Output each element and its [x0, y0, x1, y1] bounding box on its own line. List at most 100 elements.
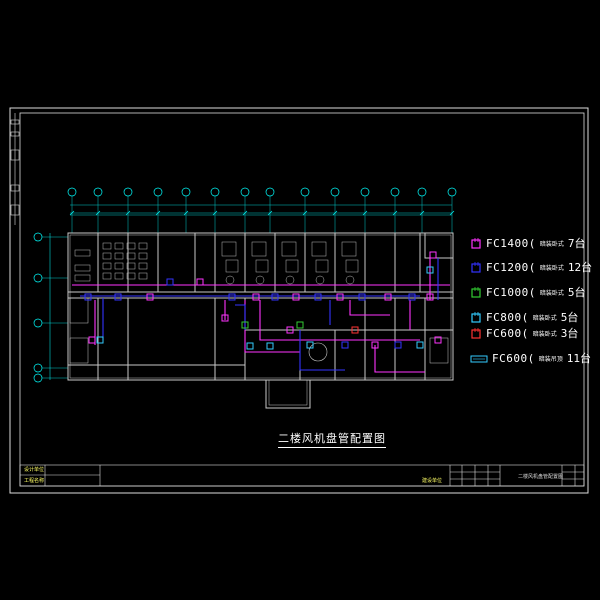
dim-tick	[419, 210, 425, 216]
furniture-item	[251, 241, 267, 257]
legend-model-code: FC600(	[492, 351, 535, 365]
fan-coil-unit	[114, 293, 122, 301]
furniture-item	[315, 275, 325, 285]
furniture-item	[345, 259, 359, 273]
axis-bubble-top	[265, 187, 275, 197]
axis-bubble-left	[33, 363, 43, 373]
fan-coil-unit	[341, 341, 349, 349]
pipe-network	[72, 255, 450, 373]
wc-fixture	[74, 274, 91, 282]
legend-model-code: FC1000(	[486, 285, 536, 299]
fan-coil-unit	[358, 293, 366, 301]
dim-tick	[267, 210, 273, 216]
desk-block	[114, 252, 124, 260]
title-block-label-1: 设计单位	[24, 467, 45, 473]
wc-fixture	[74, 264, 91, 272]
fan-coil-unit	[271, 293, 279, 301]
dim-tick	[95, 210, 101, 216]
axis-bubble-top	[67, 187, 77, 197]
desk-block	[126, 242, 136, 250]
legend-count: 5台	[567, 286, 586, 299]
axis-bubble-top	[330, 187, 340, 197]
desk-block	[102, 242, 112, 250]
furniture-item	[345, 275, 355, 285]
fan-coil-unit	[228, 293, 236, 301]
axis-bubble-left	[33, 232, 43, 242]
furniture-item	[315, 259, 329, 273]
fancoil-icon	[470, 237, 482, 249]
legend-model-code: FC1400(	[486, 236, 536, 250]
dim-tick	[302, 210, 308, 216]
fan-coil-unit	[384, 293, 392, 301]
desk-block	[126, 262, 136, 270]
dim-tick	[125, 210, 131, 216]
fancoil-icon	[470, 311, 482, 323]
legend-model-code: FC600(	[486, 326, 529, 340]
desk-block	[114, 242, 124, 250]
fan-coil-unit	[166, 278, 174, 286]
desk-block	[138, 252, 148, 260]
fan-coil-unit	[429, 251, 437, 259]
desk-block	[114, 272, 124, 280]
dim-tick	[155, 210, 161, 216]
furniture-item	[341, 241, 357, 257]
fan-coil-unit	[146, 293, 154, 301]
furniture-item	[225, 259, 239, 273]
furniture-item	[255, 259, 269, 273]
binding-strip	[10, 113, 20, 225]
fan-coil-unit	[394, 341, 402, 349]
fan-coil-unit	[336, 293, 344, 301]
legend-install-note: 暗装吊顶	[538, 355, 563, 363]
title-block-label-2: 工程名称	[24, 478, 45, 484]
fan-coil-unit	[286, 326, 294, 334]
desk-block	[138, 262, 148, 270]
legend-install-note: 暗装卧式	[539, 264, 564, 272]
furniture-item	[285, 259, 299, 273]
axis-bubble-top	[390, 187, 400, 197]
dimension-line	[70, 204, 452, 216]
fan-coil-unit	[426, 293, 434, 301]
legend-count: 7台	[567, 237, 586, 250]
axis-bubble-top	[360, 187, 370, 197]
furniture-item	[225, 275, 235, 285]
title-block-label-3: 建设单位	[422, 478, 443, 484]
fan-coil-unit	[241, 321, 249, 329]
dim-tick	[183, 210, 189, 216]
dim-tick	[69, 210, 75, 216]
axis-bubble-top	[210, 187, 220, 197]
fan-coil-unit	[88, 336, 96, 344]
drawing-title: 二楼风机盘管配置图	[278, 430, 386, 448]
fan-coil-unit	[246, 342, 254, 350]
furniture-item	[285, 275, 295, 285]
fan-coil-unit	[314, 293, 322, 301]
dim-tick	[212, 210, 218, 216]
desk-block	[126, 252, 136, 260]
legend-install-note: 暗装卧式	[532, 314, 557, 322]
axis-bubble-top	[181, 187, 191, 197]
desk-block	[138, 272, 148, 280]
legend-model-code: FC1200(	[486, 260, 536, 274]
legend-count: 11台	[566, 352, 592, 365]
furniture-layout	[74, 241, 359, 285]
legend-install-note: 暗装卧式	[539, 240, 564, 248]
dim-tick	[392, 210, 398, 216]
fan-coil-units	[84, 251, 442, 350]
fan-coil-unit	[306, 341, 314, 349]
furniture-item	[281, 241, 297, 257]
fan-coil-unit	[434, 336, 442, 344]
axis-bubble-top	[417, 187, 427, 197]
wc-fixture	[74, 249, 91, 257]
axis-bubble-top	[93, 187, 103, 197]
fan-coil-unit	[351, 326, 359, 334]
legend-install-note: 暗装卧式	[532, 330, 557, 338]
dimension-ticks	[69, 210, 455, 216]
axis-bubble-top	[240, 187, 250, 197]
furniture-item	[221, 241, 237, 257]
fan-coil-unit	[371, 341, 379, 349]
fan-coil-unit	[196, 278, 204, 286]
axis-grid-left	[33, 232, 68, 383]
